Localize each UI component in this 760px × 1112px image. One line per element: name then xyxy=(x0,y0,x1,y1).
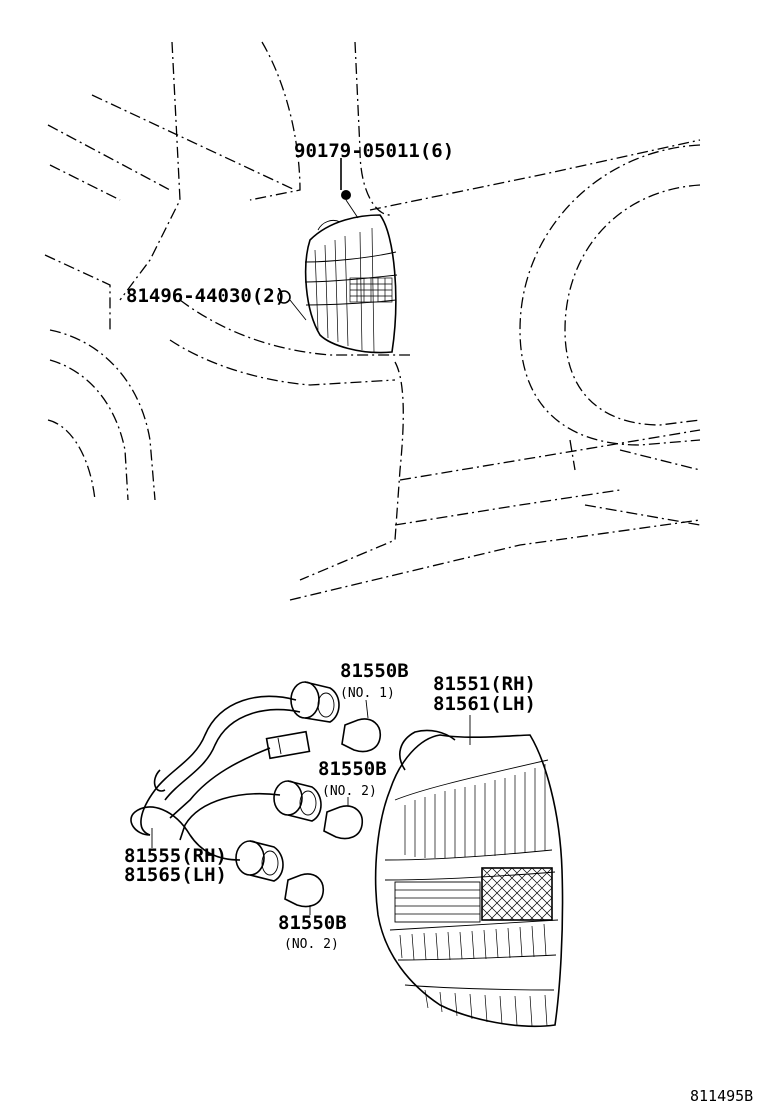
lamp-rh-label: 81551(RH) xyxy=(433,673,536,695)
bulb-no2-lower xyxy=(284,873,325,915)
bulb-no2b-note-label: (NO. 2) xyxy=(284,937,339,952)
socket-wire-harness xyxy=(130,681,340,882)
bulb-no1-part-label: 81550B xyxy=(340,660,409,682)
clip-fastener xyxy=(340,158,359,219)
socket-rh-label: 81555(RH) xyxy=(124,845,227,867)
bulb-no2a-note-label: (NO. 2) xyxy=(322,784,377,799)
lamp-lh-label: 81561(LH) xyxy=(433,693,536,715)
bulb-no2b-part-label: 81550B xyxy=(278,912,347,934)
bulb-no2-upper xyxy=(323,797,364,840)
diagram-code-label: 811495B xyxy=(690,1087,753,1105)
nut-fastener xyxy=(277,290,307,321)
socket-lh-label: 81565(LH) xyxy=(124,864,227,886)
tail-lamp-assembly xyxy=(374,715,564,1028)
clip-part-label: 90179-05011(6) xyxy=(294,140,454,162)
tail-lamp-installed xyxy=(304,214,398,354)
bulb-no2a-part-label: 81550B xyxy=(318,758,387,780)
bulb-no1 xyxy=(341,699,382,753)
nut-part-label: 81496-44030(2) xyxy=(126,285,286,307)
bulb-no1-note-label: (NO. 1) xyxy=(340,686,395,701)
vehicle-body-outline xyxy=(44,41,701,601)
